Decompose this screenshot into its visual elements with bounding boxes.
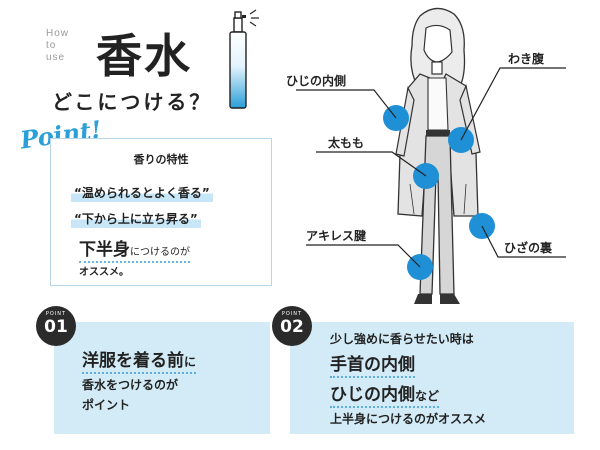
label-knee-back: ひざの裏 xyxy=(504,241,553,255)
elbow-leader-line xyxy=(296,89,397,119)
lower-body-suffix: につけるのが xyxy=(130,247,190,258)
point-box: 香りの特性 “温められるとよく香る” “下から上に立ち昇る” 下半身につけるのが… xyxy=(50,138,272,286)
armpit-leader-line xyxy=(460,67,566,141)
perfume-bottle-icon xyxy=(229,9,259,109)
label-elbow: ひじの内側 xyxy=(286,74,347,88)
page-title: 香水 xyxy=(96,29,192,83)
point-02-recommend: 上半身につけるのがオススメ xyxy=(330,412,487,426)
quote-warm: “温められるとよく香る” xyxy=(71,183,213,202)
point-02-panel xyxy=(290,322,574,434)
point-01-badge-number: 01 xyxy=(44,317,68,337)
point-01-line2: 香水をつけるのが xyxy=(82,378,179,392)
lower-body-text: 下半身につけるのが xyxy=(79,235,190,263)
point-01-badge-label: POINT xyxy=(45,311,67,317)
point-02-badge-label: POINT xyxy=(281,311,303,317)
point-02-intro: 少し強めに香らせたい時は xyxy=(330,332,474,346)
label-thigh: 太もも xyxy=(328,136,365,150)
point-box-title: 香りの特性 xyxy=(133,153,189,166)
point-02-elbow: ひじの内側など xyxy=(330,380,440,408)
point-01-badge: POINT 01 xyxy=(36,306,76,346)
recommend-text: オススメ。 xyxy=(79,267,129,278)
quote-rise: “下から上に立ち昇る” xyxy=(71,209,201,228)
lower-body-strong: 下半身 xyxy=(79,240,130,260)
point-01-headline-main: 洋服を着る前 xyxy=(82,351,184,371)
label-achilles: アキレス腱 xyxy=(306,229,367,243)
thigh-leader-line xyxy=(316,151,427,177)
label-armpit: わき腹 xyxy=(508,52,545,66)
point-02-elbow-suffix: など xyxy=(415,389,440,403)
how-to-use-text: How to use xyxy=(46,28,70,63)
page-subtitle: どこにつける？ xyxy=(52,90,213,114)
knee-back-leader-line xyxy=(481,225,566,258)
woman-figure-illustration xyxy=(395,7,481,304)
point-01-headline: 洋服を着る前に xyxy=(82,346,197,374)
point-01-panel xyxy=(54,322,270,434)
point-02-elbow-main: ひじの内側 xyxy=(330,385,415,405)
point-02-badge-number: 02 xyxy=(280,317,304,337)
point-02-badge: POINT 02 xyxy=(272,306,312,346)
point-01-headline-suffix: に xyxy=(184,355,197,369)
point-01-line3: ポイント xyxy=(82,398,131,412)
point-02-wrist: 手首の内側 xyxy=(330,350,415,378)
achilles-leader-line xyxy=(306,244,421,268)
